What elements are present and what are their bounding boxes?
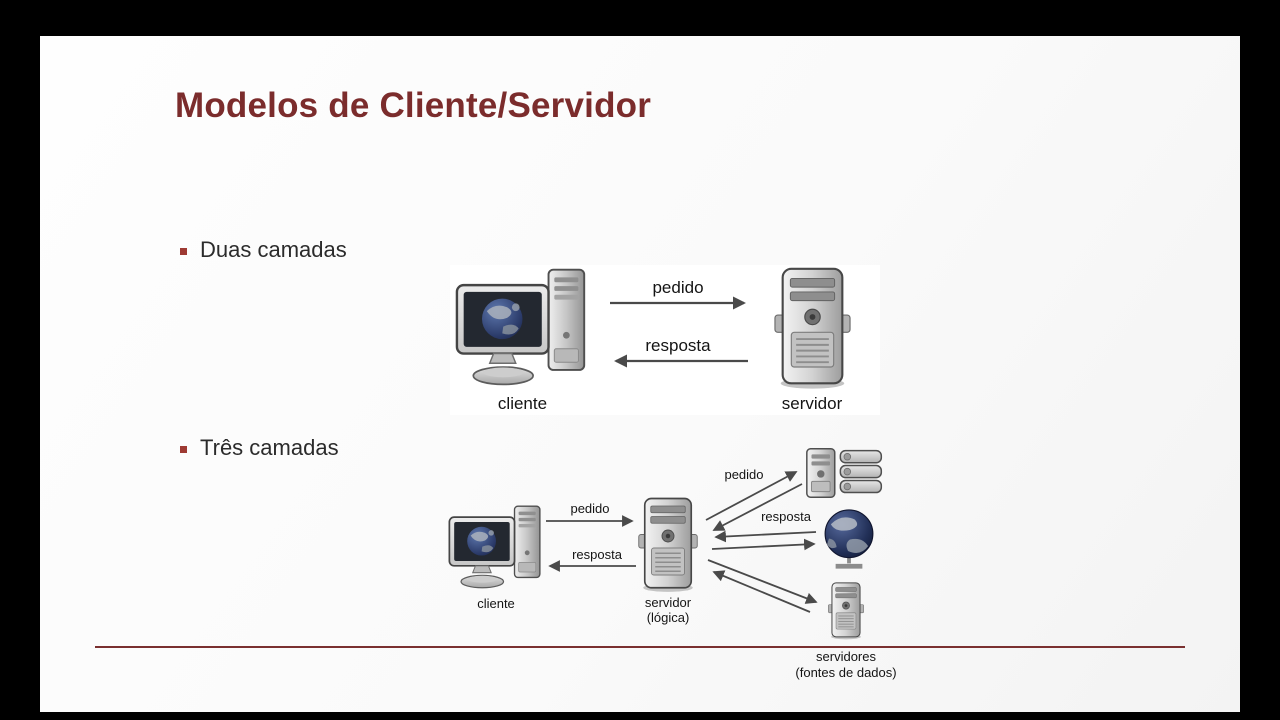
- backend-servers-sublabel: (fontes de dados): [795, 665, 897, 680]
- two-tier-diagram: pedido resposta cliente servidor: [450, 265, 880, 415]
- client-label: cliente: [497, 394, 548, 413]
- slide: Modelos de Cliente/Servidor Duas camadas…: [40, 36, 1240, 712]
- three-tier-diagram: pedido resposta pedido resposta cliente …: [440, 440, 910, 690]
- request-label: pedido: [570, 501, 610, 516]
- bullet-label: Duas camadas: [200, 237, 347, 262]
- backend-request-arrow-middle: [711, 538, 816, 551]
- backend-response-label: resposta: [761, 509, 811, 524]
- backend-servers-label: servidores: [816, 649, 876, 664]
- server-tower-icon: [774, 266, 851, 391]
- logic-server-sublabel: (lógica): [646, 610, 690, 625]
- backend-request-label: pedido: [724, 467, 764, 482]
- client-computer-icon: [455, 265, 590, 392]
- logic-server-label: servidor: [644, 595, 692, 610]
- response-label: resposta: [645, 336, 711, 355]
- bullet-marker-icon: [180, 247, 187, 255]
- request-label: pedido: [652, 278, 704, 297]
- bullet-item-two-tier: Duas camadas: [180, 237, 347, 263]
- backend-response-arrow-middle: [714, 530, 817, 543]
- footer-divider-line: [95, 646, 1185, 648]
- backend-response-arrow-bottom: [712, 570, 811, 613]
- client-label: cliente: [477, 596, 515, 611]
- database-server-icon: [804, 446, 886, 500]
- response-label: resposta: [572, 547, 622, 562]
- bullet-label: Três camadas: [200, 435, 339, 460]
- backend-request-arrow-bottom: [707, 559, 818, 604]
- client-computer-icon: [448, 502, 544, 594]
- logic-server-icon: [638, 496, 698, 594]
- bullet-marker-icon: [180, 445, 187, 453]
- server-label: servidor: [781, 394, 843, 413]
- data-source-server-icon: [824, 582, 868, 640]
- bullet-item-three-tier: Três camadas: [180, 435, 339, 461]
- slide-title: Modelos de Cliente/Servidor: [175, 86, 652, 125]
